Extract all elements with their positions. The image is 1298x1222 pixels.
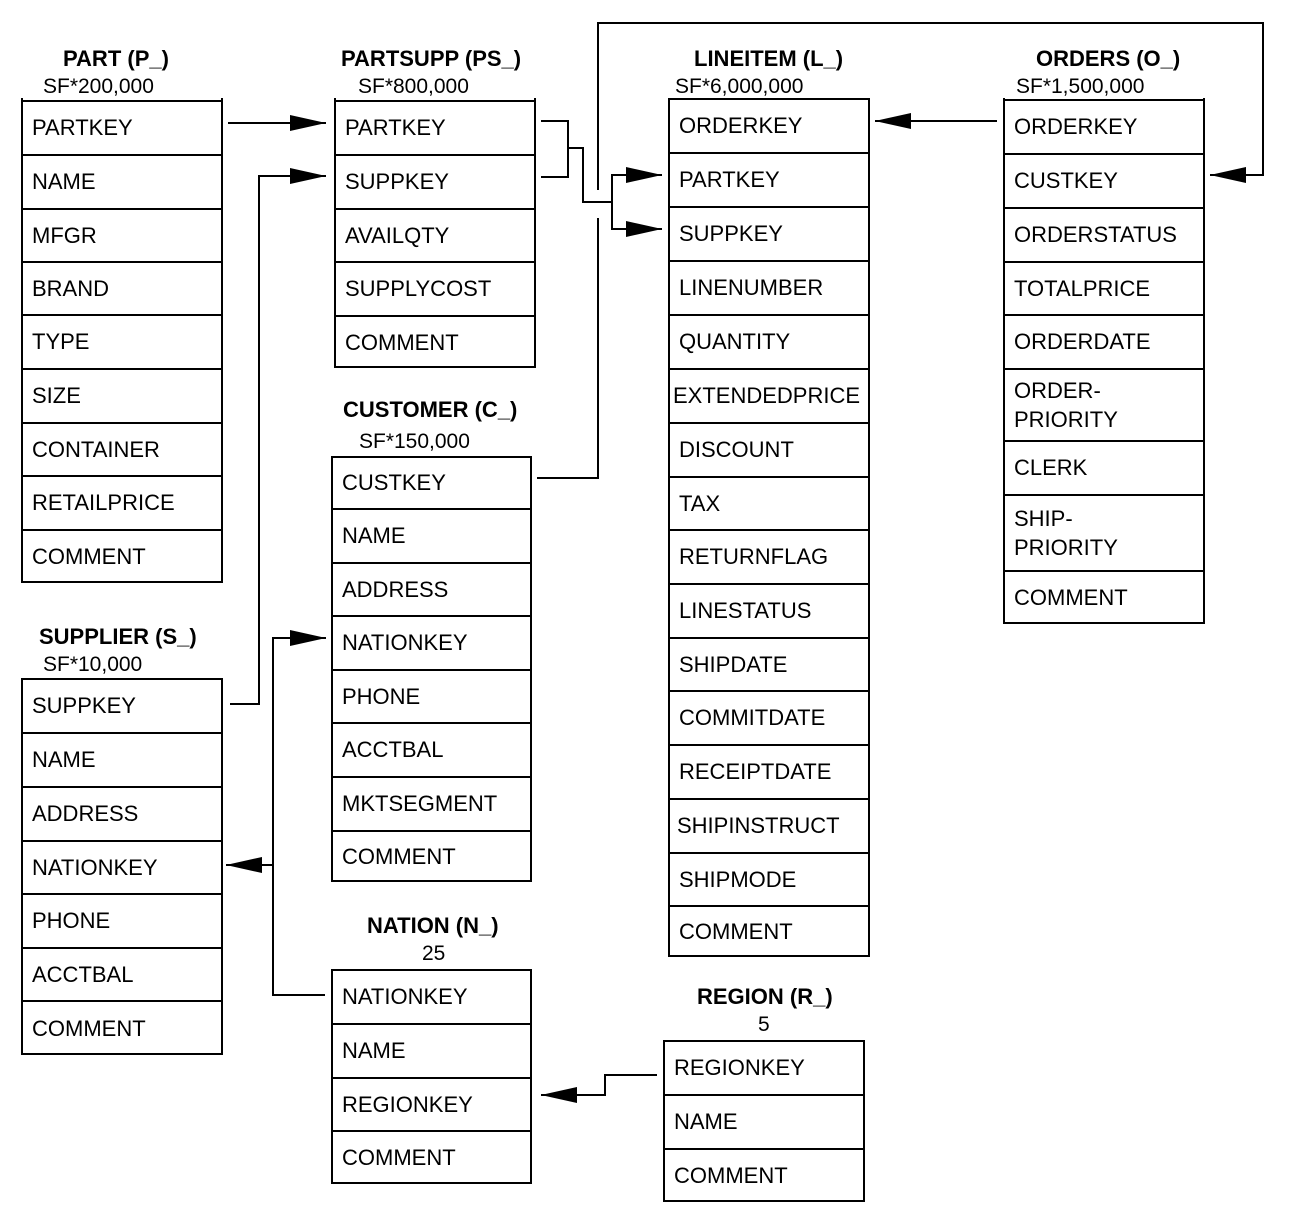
orders-table-title: ORDERS (O_) [1036, 46, 1181, 71]
orders-field-custkey: CUSTKEY [1005, 153, 1203, 207]
link-region-regionkey-to-nation-regionkey [541, 1074, 657, 1103]
part-table-scale: SF*200,000 [43, 75, 154, 98]
partsupp-table-title: PARTSUPP (PS_) [341, 46, 522, 71]
region-field-comment: COMMENT [665, 1148, 863, 1202]
lineitem-field-quantity: QUANTITY [670, 314, 868, 368]
supplier-field-address: ADDRESS [23, 786, 221, 840]
lineitem-table-title: LINEITEM (L_) [694, 46, 844, 71]
partsupp-table-scale: SF*800,000 [358, 75, 469, 98]
link-partsupp-suppkey-to-lineitem-suppkey [541, 148, 662, 229]
nation-field-comment: COMMENT [333, 1130, 530, 1184]
supplier-field-phone: PHONE [23, 893, 221, 947]
supplier-field-comment: COMMENT [23, 1000, 221, 1055]
lineitem-field-linenumber: LINENUMBER [670, 260, 868, 314]
lineitem-field-linestatus: LINESTATUS [670, 583, 868, 637]
link-partsupp-partkey-to-lineitem-partkey [541, 120, 662, 203]
lineitem-field-receiptdate: RECEIPTDATE [670, 744, 868, 798]
customer-field-mktsegment: MKTSEGMENT [333, 776, 530, 830]
supplier-field-suppkey: SUPPKEY [23, 678, 221, 732]
lineitem-field-shipdate: SHIPDATE [670, 637, 868, 690]
customer-field-address: ADDRESS [333, 562, 530, 615]
orders-field-orderpriority: ORDER- PRIORITY [1005, 368, 1203, 440]
partsupp-field-partkey: PARTKEY [336, 100, 534, 154]
part-field-name: NAME [23, 154, 221, 208]
lineitem-field-commitdate: COMMITDATE [670, 690, 868, 744]
partsupp-field-availqty: AVAILQTY [336, 208, 534, 261]
lineitem-field-comment: COMMENT [670, 905, 868, 957]
partsupp-field-comment: COMMENT [336, 315, 534, 368]
link-customer-custkey-to-orders-custkey [537, 22, 1264, 479]
lineitem-table-scale: SF*6,000,000 [675, 75, 804, 98]
partsupp-field-supplycost: SUPPLYCOST [336, 261, 534, 315]
customer-field-acctbal: ACCTBAL [333, 722, 530, 776]
part-table-title: PART (P_) [63, 46, 169, 71]
customer-field-name: NAME [333, 508, 530, 562]
lineitem-field-discount: DISCOUNT [670, 422, 868, 476]
part-field-container: CONTAINER [23, 422, 221, 475]
customer-field-comment: COMMENT [333, 830, 530, 882]
supplier-table-scale: SF*10,000 [43, 653, 143, 676]
customer-field-phone: PHONE [333, 669, 530, 722]
orders-table-scale: SF*1,500,000 [1016, 75, 1145, 98]
link-nation-nationkey-to-customer-nationkey [272, 630, 326, 996]
orders-field-totalprice: TOTALPRICE [1005, 261, 1203, 314]
nation-table-title: NATION (N_) [367, 913, 499, 938]
nation-field-nationkey: NATIONKEY [333, 969, 530, 1023]
orders-field-orderkey: ORDERKEY [1005, 99, 1203, 153]
partsupp-field-suppkey: SUPPKEY [336, 154, 534, 208]
lineitem-field-extendedprice: EXTENDEDPRICE [670, 368, 868, 422]
nation-field-name: NAME [333, 1023, 530, 1077]
part-field-size: SIZE [23, 368, 221, 422]
supplier-field-nationkey: NATIONKEY [23, 840, 221, 893]
lineitem-field-suppkey: SUPPKEY [670, 206, 868, 260]
nation-table-scale: 25 [422, 942, 446, 965]
lineitem-field-tax: TAX [670, 476, 868, 529]
customer-field-nationkey: NATIONKEY [333, 615, 530, 669]
customer-field-custkey: CUSTKEY [333, 456, 530, 508]
supplier-field-name: NAME [23, 732, 221, 786]
lineitem-field-shipinstruct: SHIPINSTRUCT [670, 798, 868, 852]
orders-field-clerk: CLERK [1005, 440, 1203, 494]
part-field-brand: BRAND [23, 261, 221, 314]
part-field-retailprice: RETAILPRICE [23, 475, 221, 529]
customer-table-scale: SF*150,000 [359, 430, 470, 453]
orders-field-shippriority: SHIP- PRIORITY [1005, 494, 1203, 570]
link-supplier-suppkey-to-partsupp-suppkey [230, 168, 326, 705]
part-field-comment: COMMENT [23, 529, 221, 583]
region-table-scale: 5 [758, 1013, 770, 1036]
part-field-mfgr: MFGR [23, 208, 221, 261]
supplier-field-acctbal: ACCTBAL [23, 947, 221, 1000]
part-field-type: TYPE [23, 314, 221, 368]
lineitem-field-partkey: PARTKEY [670, 152, 868, 206]
region-field-name: NAME [665, 1094, 863, 1148]
customer-table-title: CUSTOMER (C_) [343, 397, 518, 422]
nation-field-regionkey: REGIONKEY [333, 1077, 530, 1130]
orders-field-orderstatus: ORDERSTATUS [1005, 207, 1203, 261]
region-table-title: REGION (R_) [697, 984, 833, 1009]
part-field-partkey: PARTKEY [23, 100, 221, 154]
lineitem-field-orderkey: ORDERKEY [670, 98, 868, 152]
orders-field-orderdate: ORDERDATE [1005, 314, 1203, 368]
supplier-table-title: SUPPLIER (S_) [39, 624, 197, 649]
lineitem-field-shipmode: SHIPMODE [670, 852, 868, 905]
lineitem-field-returnflag: RETURNFLAG [670, 529, 868, 583]
region-field-regionkey: REGIONKEY [665, 1040, 863, 1094]
orders-field-comment: COMMENT [1005, 570, 1203, 624]
